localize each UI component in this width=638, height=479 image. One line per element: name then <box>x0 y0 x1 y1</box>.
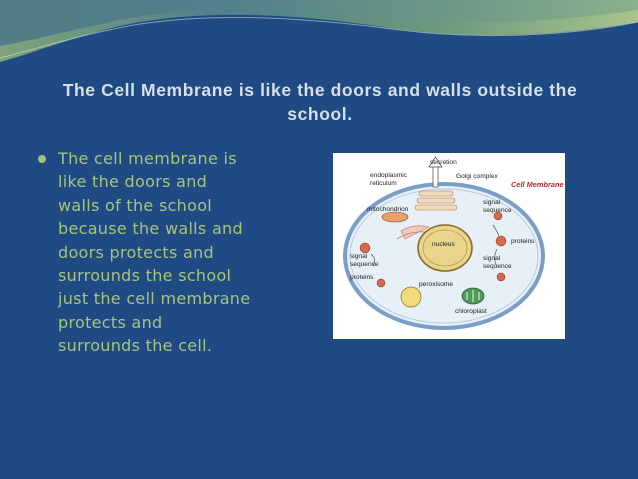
nucleus-shape <box>417 224 473 272</box>
label-signal-top-1: signal <box>483 199 501 206</box>
protein-cluster-1 <box>359 242 371 254</box>
golgi-layer-3 <box>414 204 458 211</box>
golgi-layer-2 <box>416 197 456 204</box>
arrow-right-top <box>492 224 500 237</box>
label-signal-top-2: sequence <box>483 207 512 214</box>
protein-cluster-3 <box>493 211 503 221</box>
cell-diagram: secretion Golgi complex endoplasmic reti… <box>343 156 564 330</box>
mitochondrion-shape <box>381 211 409 223</box>
nucleus-inner <box>422 229 468 267</box>
protein-cluster-4 <box>495 235 507 247</box>
bullet-dot-icon <box>38 155 46 163</box>
label-signal-right-2: sequence <box>483 263 512 270</box>
label-proteins-right: proteins <box>511 238 535 245</box>
arrow-left <box>370 253 375 267</box>
label-proteins-left: proteins <box>350 274 374 281</box>
bullet-item: The cell membrane is like the doors and … <box>38 147 318 358</box>
label-golgi: Golgi complex <box>456 173 498 180</box>
membrane-inner <box>349 188 539 324</box>
label-secretion: secretion <box>430 159 457 166</box>
golgi-layer-1 <box>418 190 454 197</box>
label-er-line2: reticulum <box>370 180 397 187</box>
label-er-line1: endoplasmic <box>370 172 408 179</box>
slide-title: The Cell Membrane is like the doors and … <box>62 80 578 124</box>
label-cell-membrane: Cell Membrane <box>511 180 564 189</box>
decorative-wave-header <box>0 0 638 62</box>
peroxisome-shape <box>400 286 422 308</box>
label-signal-left-1: signal <box>350 253 368 260</box>
label-peroxisome: peroxisome <box>419 281 453 288</box>
secretion-arrow-head <box>428 156 443 168</box>
bullet-text: The cell membrane is like the doors and … <box>58 149 251 356</box>
label-chloroplast: chloroplast <box>455 308 487 315</box>
arrow-right-bottom <box>494 248 498 266</box>
secretion-arrow-shaft <box>432 164 439 188</box>
cell-diagram-image: secretion Golgi complex endoplasmic reti… <box>333 153 565 339</box>
protein-cluster-2 <box>376 278 386 288</box>
protein-cluster-5 <box>496 272 506 282</box>
label-signal-left-2: sequence <box>350 261 379 268</box>
label-mitochondrion: mitochondrion <box>367 206 409 213</box>
label-signal-right-1: signal <box>483 255 501 262</box>
label-nucleus: nucleus <box>432 241 455 248</box>
